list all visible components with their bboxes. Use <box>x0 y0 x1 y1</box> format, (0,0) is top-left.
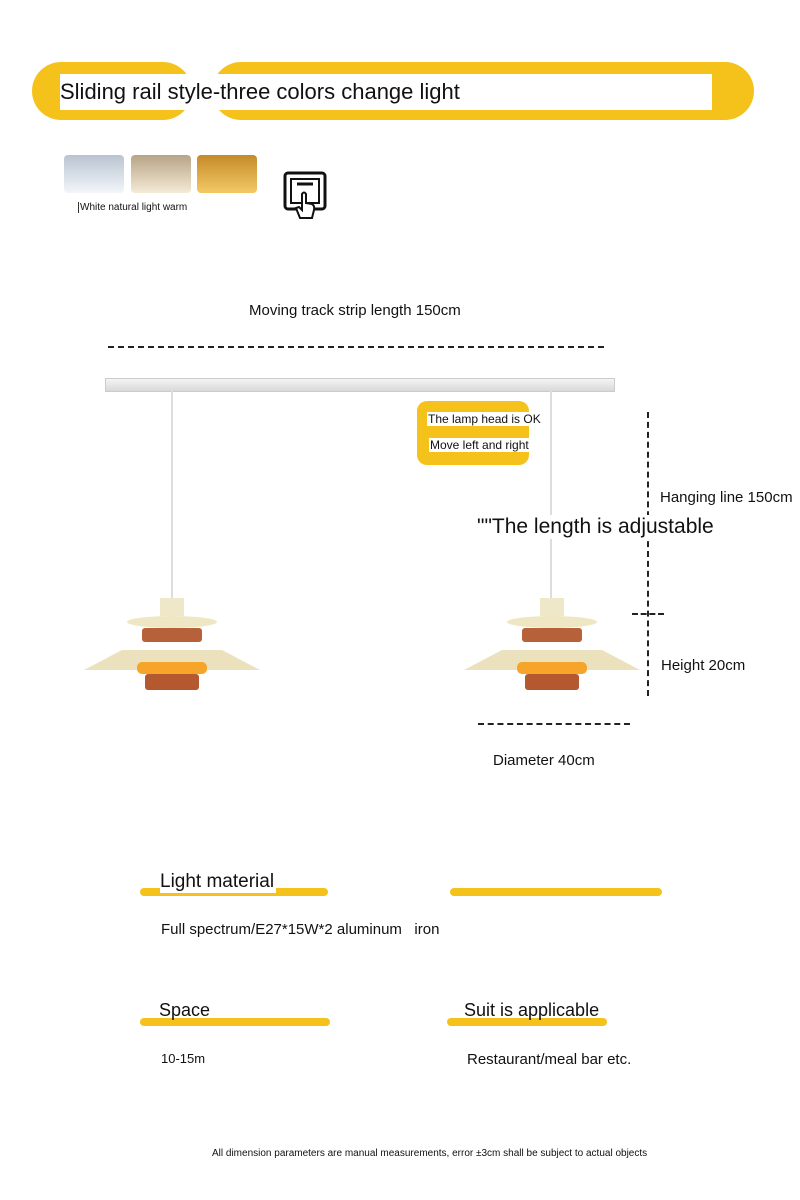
right-pendant-lamp <box>464 598 640 690</box>
warm-light-swatch <box>197 155 257 193</box>
callout-bubble <box>417 401 529 465</box>
space-heading-bar <box>140 1018 330 1026</box>
color-modes-label: White natural light warm <box>78 202 188 213</box>
right-hanging-cord <box>550 390 552 602</box>
dimension-tick <box>632 613 664 615</box>
natural-light-swatch <box>131 155 191 193</box>
height-dimension-line <box>647 412 649 696</box>
adjustable-label: ""The length is adjustable <box>477 515 714 539</box>
footer-note: All dimension parameters are manual meas… <box>212 1148 648 1159</box>
suit-heading: Suit is applicable <box>464 1000 600 1020</box>
left-hanging-cord <box>171 390 173 602</box>
material-heading-bar-right <box>450 888 662 896</box>
space-heading: Space <box>159 1000 211 1020</box>
track-length-label: Moving track strip length 150cm <box>249 302 461 319</box>
callout-line-2: Move left and right <box>429 438 530 452</box>
suit-value: Restaurant/meal bar etc. <box>467 1051 632 1068</box>
height-label: Height 20cm <box>661 657 746 674</box>
left-pendant-lamp <box>84 598 260 690</box>
track-dimension-line <box>108 346 604 348</box>
callout-line-1: The lamp head is OK <box>427 412 542 426</box>
space-value: 10-15m <box>161 1051 206 1066</box>
diameter-dimension-line <box>478 723 630 725</box>
touch-switch-icon <box>283 171 327 219</box>
cool-white-swatch <box>64 155 124 193</box>
track-rail <box>105 378 615 392</box>
page-title: Sliding rail style-three colors change l… <box>60 74 712 110</box>
diameter-label: Diameter 40cm <box>493 752 595 769</box>
hanging-line-label: Hanging line 150cm <box>660 489 793 506</box>
material-value: Full spectrum/E27*15W*2 aluminum iron <box>161 921 440 938</box>
material-heading: Light material <box>160 871 277 893</box>
suit-heading-bar <box>447 1018 607 1026</box>
